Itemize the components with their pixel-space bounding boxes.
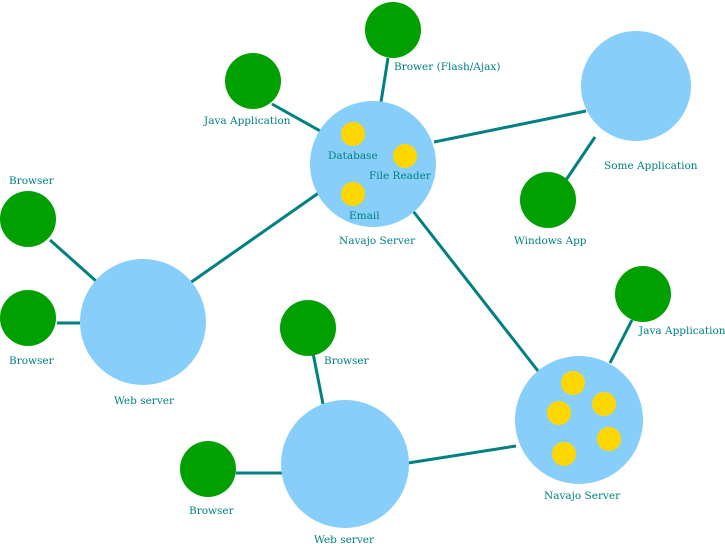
- navajo-server-1-node: [310, 101, 436, 227]
- browser-4-label: Browser: [189, 505, 235, 517]
- browser-3-node: [280, 300, 336, 356]
- edge-web-server-2-to-navajo-2: [407, 444, 517, 465]
- browser-2-node: [0, 290, 56, 346]
- edge-java-app-2-to-navajo-2: [608, 319, 634, 364]
- edges: [49, 57, 634, 475]
- browser-4-node: [180, 441, 236, 497]
- some-application-label: Some Application: [604, 160, 698, 172]
- edge-browser-1-to-web-server-1: [49, 238, 97, 283]
- file-reader-label: File Reader: [369, 170, 432, 182]
- navajo-2-component: [592, 392, 616, 416]
- navajo-2-component: [561, 371, 585, 395]
- browser-3-label: Browser: [324, 355, 370, 367]
- windows-app-node: [520, 172, 576, 228]
- edge-navajo-1-to-navajo-2: [411, 210, 540, 372]
- navajo-2-component: [597, 427, 621, 451]
- navajo-server-1-label: Navajo Server: [339, 235, 416, 247]
- database-label: Database: [328, 150, 378, 162]
- edge-windows-app-to-some-application: [564, 136, 597, 181]
- edge-browser-3-to-web-server-2: [311, 352, 325, 405]
- navajo-2-component: [552, 442, 576, 466]
- java-application-1-node: [225, 53, 281, 109]
- java-application-1-label: Java Application: [203, 115, 291, 127]
- web-server-2-label: Web server: [314, 534, 375, 544]
- browser-flash-ajax-label: Brower (Flash/Ajax): [394, 61, 500, 73]
- java-application-2-node: [615, 266, 671, 322]
- navajo-server-2-label: Navajo Server: [544, 490, 621, 502]
- navajo-server-2-node: [515, 356, 643, 484]
- edge-navajo-1-to-web-server-1: [189, 190, 321, 285]
- browser-1-label: Browser: [9, 175, 55, 187]
- email-label: Email: [349, 210, 380, 222]
- browser-2-label: Browser: [9, 355, 55, 367]
- file-reader-component: [393, 144, 417, 168]
- browser-flash-ajax-node: [365, 2, 421, 58]
- navajo-2-component: [547, 401, 571, 425]
- windows-app-label: Windows App: [514, 235, 587, 247]
- edge-browser-flash-to-navajo-1: [379, 57, 390, 103]
- edge-navajo-1-to-some-application: [433, 109, 587, 144]
- some-application-node: [581, 31, 691, 141]
- web-server-2-node: [281, 400, 409, 528]
- email-component: [341, 182, 365, 206]
- database-component: [341, 122, 365, 146]
- edge-java-app-1-to-navajo-1: [271, 102, 323, 134]
- browser-1-node: [0, 191, 56, 247]
- web-server-1-node: [80, 259, 206, 385]
- web-server-1-label: Web server: [114, 395, 175, 407]
- java-application-2-label: Java Application: [638, 325, 725, 337]
